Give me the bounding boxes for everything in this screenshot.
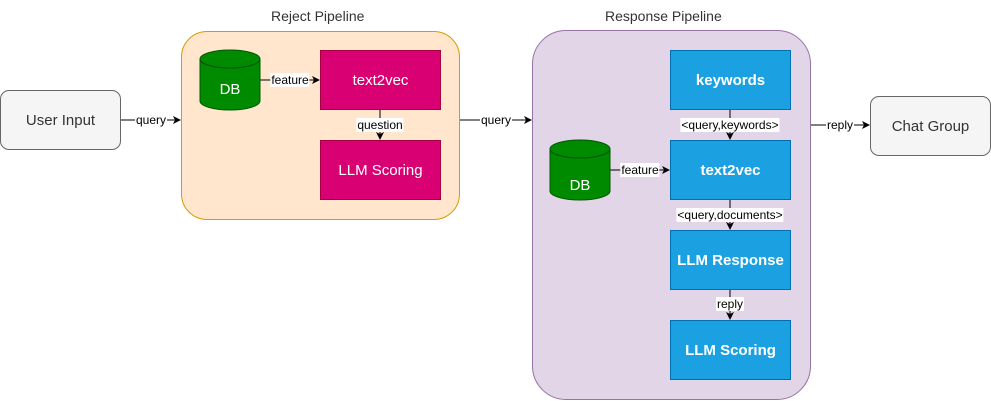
reject-pipeline-title: Reject Pipeline: [271, 8, 365, 24]
response-llm-scoring-node[interactable]: LLM Scoring: [670, 320, 791, 380]
response-llm-response-node[interactable]: LLM Response: [670, 230, 791, 290]
edge-label-reject-query: query: [479, 113, 513, 127]
response-text2vec-node[interactable]: text2vec: [670, 140, 791, 200]
edge-label-inner-reply: reply: [715, 297, 745, 311]
edge-label-chat-reply: reply: [825, 118, 855, 132]
response-db-cylinder[interactable]: DB: [549, 139, 611, 201]
edge-label-response-feature: feature: [620, 163, 660, 177]
response-db-label: DB: [570, 177, 591, 194]
reject-db-label: DB: [220, 81, 241, 98]
chat-group-node[interactable]: Chat Group: [870, 96, 991, 156]
edge-label-reject-feature: feature: [270, 73, 310, 87]
reject-db-cylinder[interactable]: DB: [199, 49, 261, 111]
reject-text2vec-node[interactable]: text2vec: [320, 50, 441, 110]
edge-label-query-documents: <query,documents>: [676, 208, 784, 222]
reject-llm-scoring-node[interactable]: LLM Scoring: [320, 140, 441, 200]
response-keywords-node[interactable]: keywords: [670, 50, 791, 110]
response-pipeline-title: Response Pipeline: [605, 8, 722, 24]
edge-label-query-keywords: <query,keywords>: [680, 118, 780, 132]
edge-label-input-query: query: [134, 113, 168, 127]
user-input-node[interactable]: User Input: [0, 90, 121, 150]
edge-label-question: question: [356, 118, 404, 132]
